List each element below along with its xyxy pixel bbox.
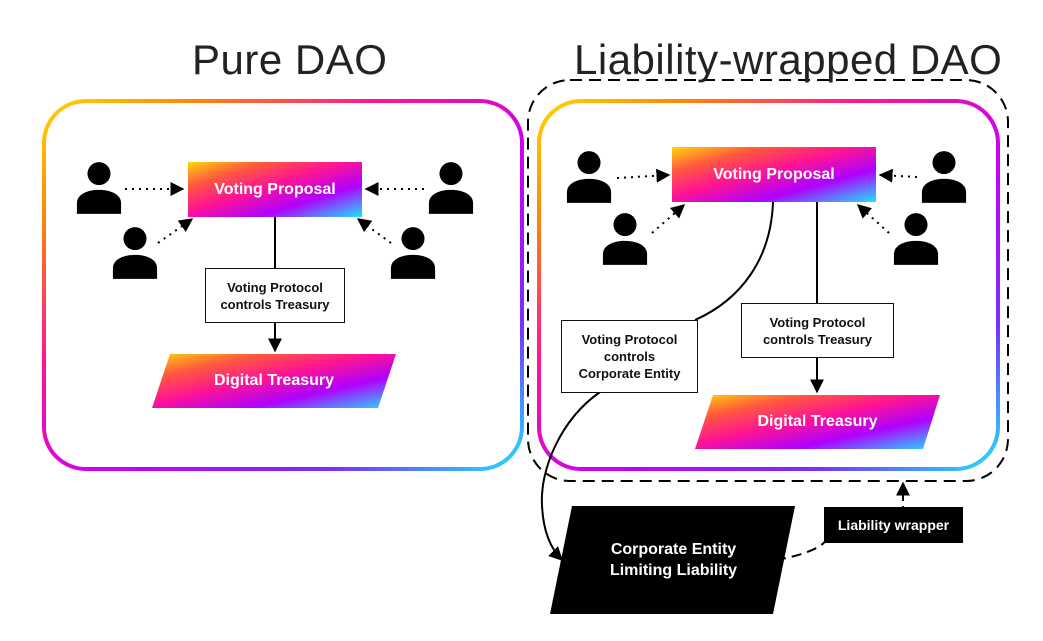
vote-arrow [157, 218, 194, 244]
protocol-label-line: controls Treasury [762, 331, 873, 347]
protocol-label-line: Voting Protocol [769, 314, 866, 330]
voting-protocol-treasury-box: Voting Protocol controls Treasury [205, 268, 345, 323]
member-icon [428, 162, 474, 214]
voting-proposal-label: Voting Proposal [713, 165, 835, 183]
protocol-label-line: Voting Protocol [581, 332, 678, 347]
corporate-control-curve-lower [540, 391, 601, 561]
protocol-label-line: controls [603, 349, 656, 364]
voting-protocol-treasury-box: Voting Protocol controls Treasury [741, 303, 894, 358]
member-icon [112, 227, 158, 279]
voting-proposal-label: Voting Proposal [214, 180, 336, 198]
member-icon [921, 151, 967, 203]
voting-protocol-corporate-box: Voting Protocol controls Corporate Entit… [561, 320, 698, 393]
wrapped-dao-boundary [537, 99, 1000, 471]
corporate-control-curve-upper [694, 201, 774, 321]
liability-wrapper-boundary [527, 79, 1009, 482]
vote-arrow [616, 168, 671, 183]
liability-wrapped-dao-title: Liability-wrapped DAO [574, 36, 1003, 83]
digital-treasury-label: Digital Treasury [213, 372, 335, 389]
voting-proposal-box [188, 162, 362, 217]
digital-treasury-label: Digital Treasury [757, 413, 878, 430]
liability-wrapper-label: Liability wrapper [824, 507, 963, 543]
protocol-label-line: Corporate Entity [578, 366, 681, 381]
member-icon [893, 213, 939, 265]
corporate-entity-shape [550, 506, 795, 614]
voting-proposal-box [672, 147, 876, 202]
vote-arrow [356, 218, 392, 244]
corporate-entity-line: Corporate Entity [610, 541, 737, 558]
member-icon [602, 213, 648, 265]
corporate-entity-line: Limiting Liability [609, 562, 738, 579]
vote-arrow [651, 204, 686, 234]
digital-treasury-shape [152, 354, 396, 408]
digital-treasury-shape [695, 395, 940, 449]
protocol-label-line: Voting Protocol [227, 279, 323, 295]
vote-arrow [856, 204, 890, 234]
pure-dao-boundary [42, 99, 524, 471]
pure-dao-title: Pure DAO [192, 36, 388, 83]
member-icon [76, 162, 122, 214]
protocol-label-line: controls Treasury [220, 296, 330, 312]
member-icon [390, 227, 436, 279]
corporate-entity-label: Corporate Entity Limiting Liability [556, 530, 791, 590]
member-icon [566, 151, 612, 203]
vote-arrow [878, 168, 918, 183]
